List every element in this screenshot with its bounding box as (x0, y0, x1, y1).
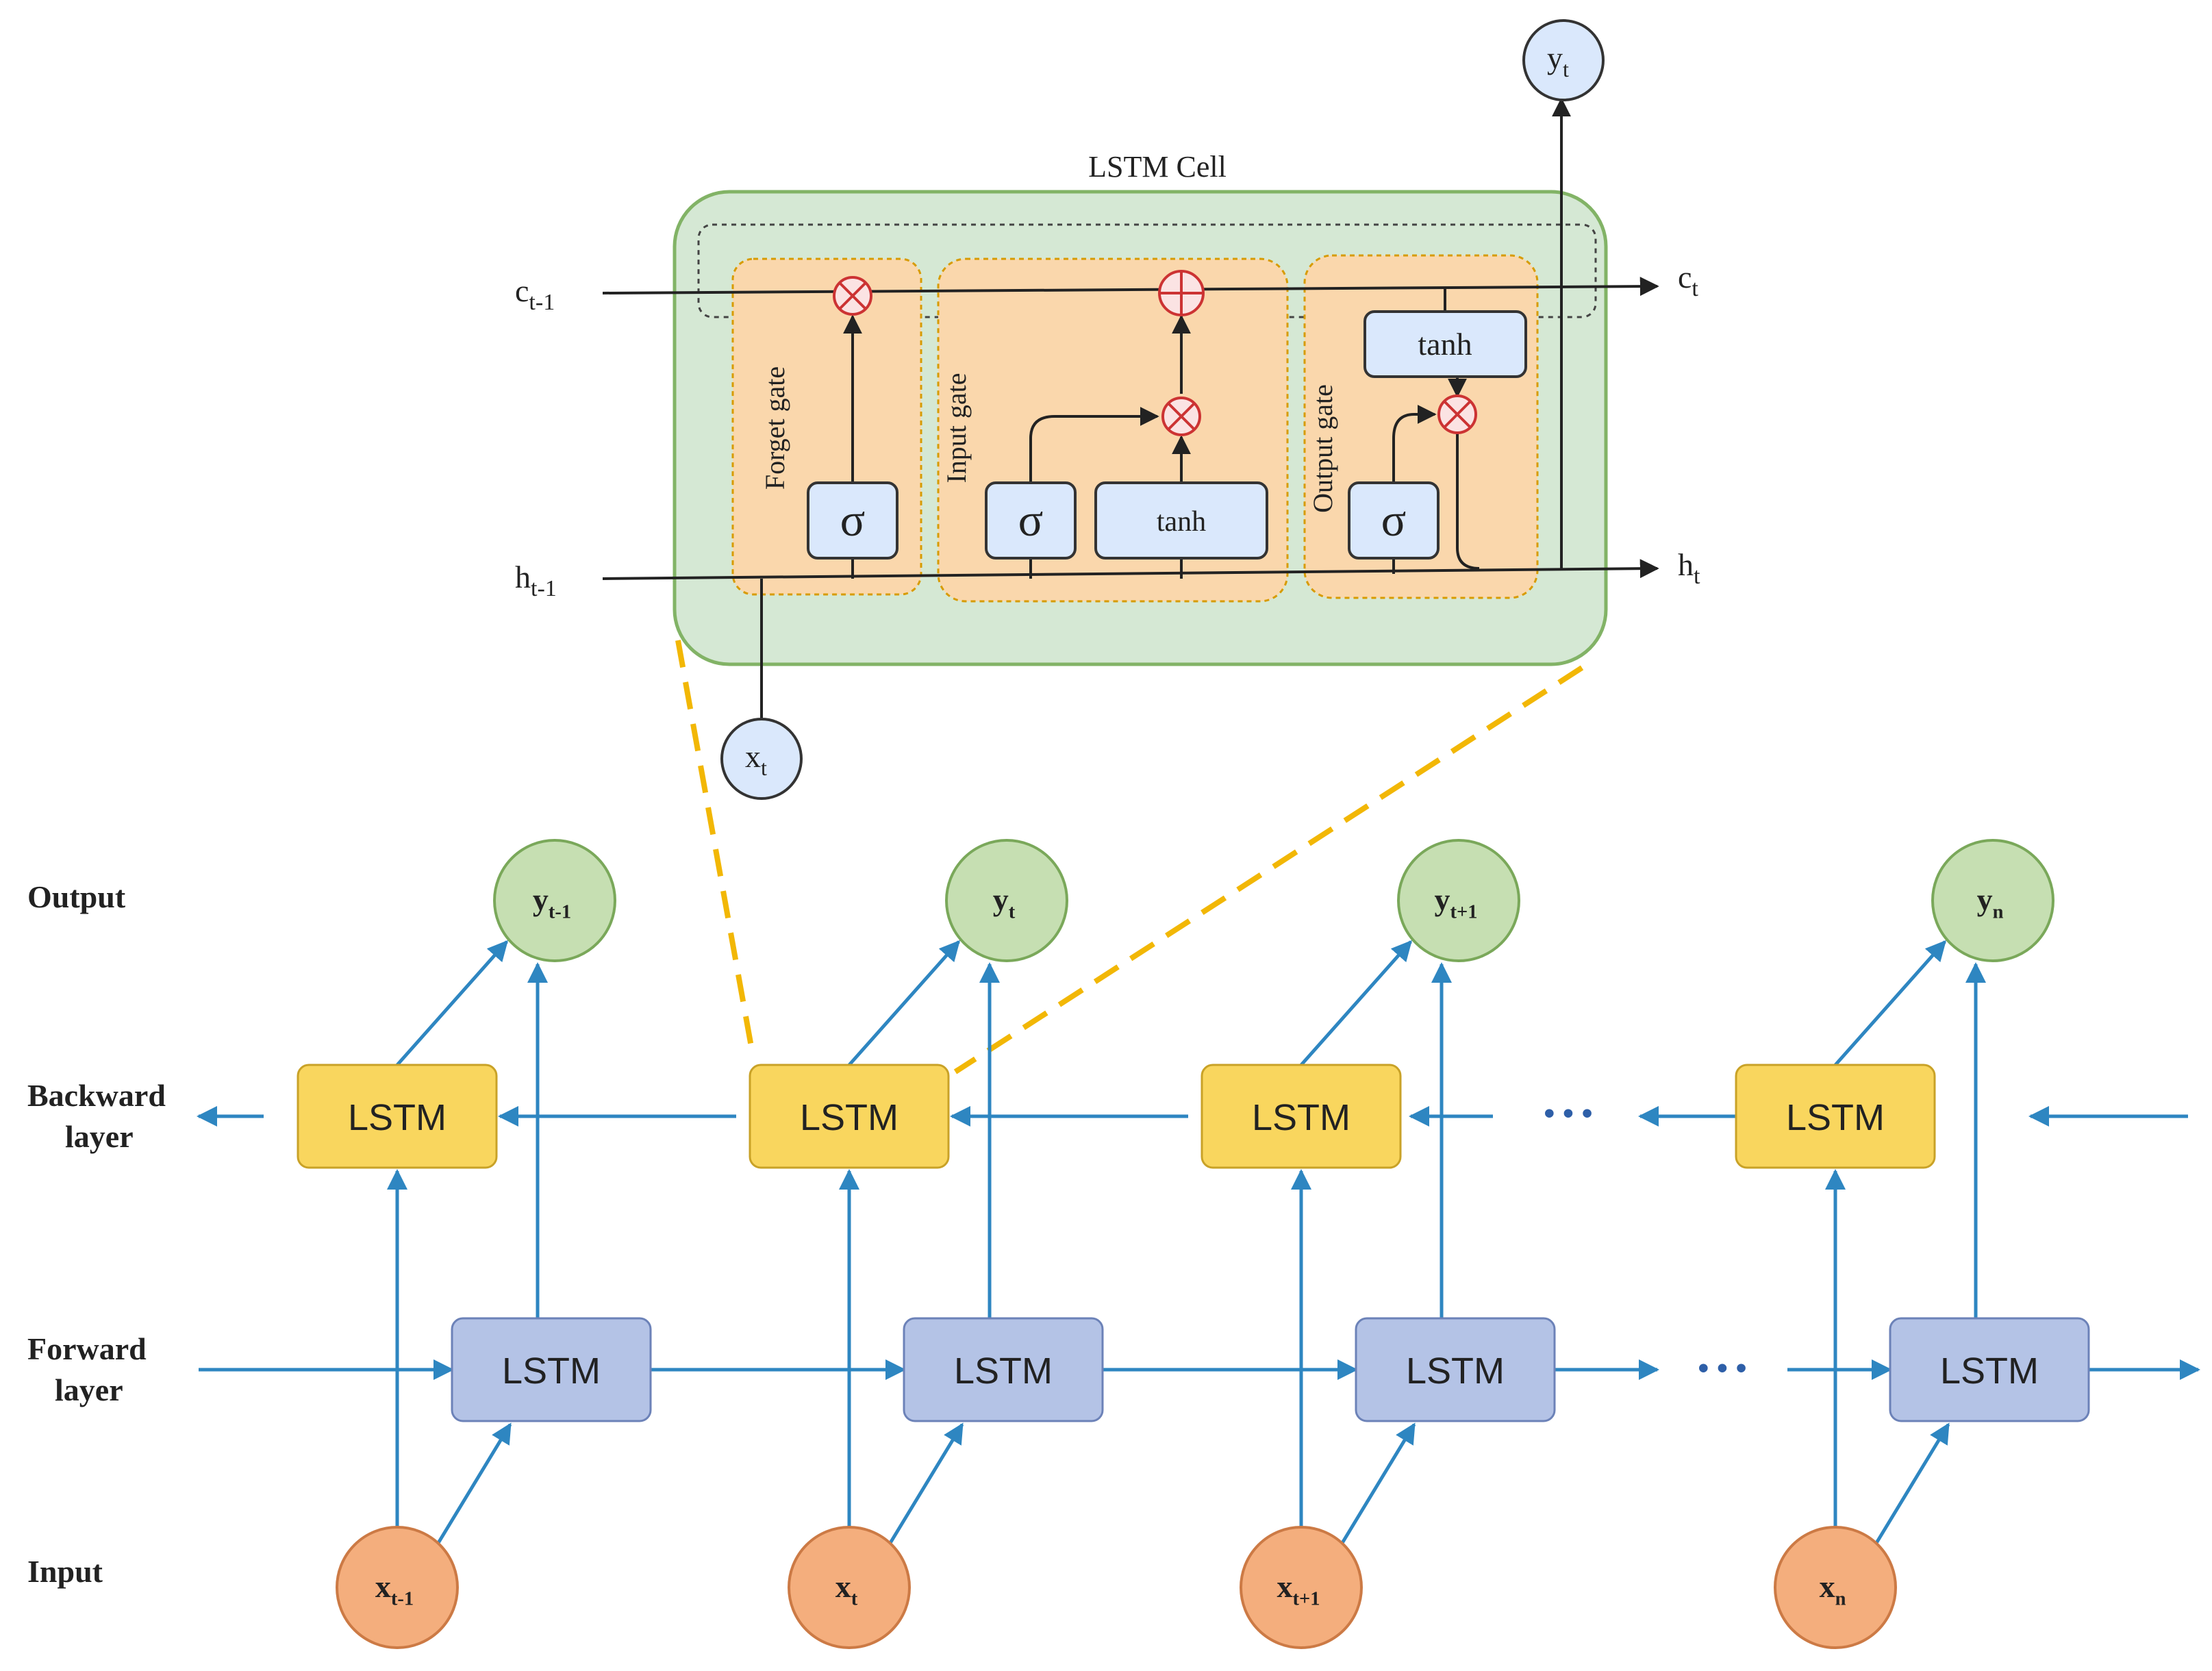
row-label-backward-2: layer (65, 1119, 134, 1154)
backward-lstm-box-0 (297, 1064, 498, 1169)
input-node-label-0: xt-1 (375, 1569, 414, 1610)
input-sigma-text: σ (1018, 494, 1044, 546)
h-next-label: ht (1678, 547, 1700, 589)
input-sigma-box (985, 481, 1077, 560)
output-tanh-box (1363, 310, 1527, 378)
row-label-forward-2: layer (55, 1372, 123, 1407)
input-gate-label: Input gate (941, 373, 972, 483)
h-prev-label: ht-1 (515, 560, 557, 601)
row-label-output: Output (27, 879, 126, 914)
backward-to-output-1 (848, 940, 960, 1066)
lstm-cell-detail: LSTM Cell Forget gate Input gate Output … (515, 19, 1700, 800)
forget-multiply-op (833, 276, 872, 316)
backward-lstm-label-0: LSTM (348, 1097, 447, 1138)
forward-lstm-box-2 (1355, 1317, 1556, 1422)
input-node-label-2: xt+1 (1277, 1569, 1320, 1610)
forward-lstm-label-0: LSTM (502, 1350, 601, 1392)
svg-text:xt: xt (745, 739, 767, 780)
output-node-2 (1397, 839, 1520, 962)
input-node-3 (1774, 1526, 1897, 1649)
backward-to-output-0 (396, 940, 508, 1066)
zoom-dash-left (675, 640, 756, 1059)
forward-lstm-label-2: LSTM (1406, 1350, 1505, 1392)
output-node-0 (493, 839, 616, 962)
output-multiply-op (1437, 394, 1477, 434)
backward-lstm-box-2 (1201, 1064, 1402, 1169)
forward-lstm-label-1: LSTM (954, 1350, 1053, 1392)
cell-title: LSTM Cell (1088, 150, 1227, 184)
forward-lstm-box-3 (1889, 1317, 2090, 1422)
backward-lstm-box-1 (749, 1064, 950, 1169)
input-tanh-box (1094, 481, 1268, 560)
svg-text:yt: yt (1547, 40, 1569, 81)
forward-lstm-box-0 (451, 1317, 652, 1422)
output-node-1 (945, 839, 1068, 962)
c-prev-label: ct-1 (515, 273, 555, 315)
input-node-label-3: xn (1820, 1569, 1846, 1610)
forget-sigma-text: σ (840, 494, 866, 546)
output-gate-label: Output gate (1307, 384, 1338, 513)
backward-lstm-label-3: LSTM (1786, 1097, 1885, 1138)
output-node-3 (1931, 839, 2054, 962)
forward-lstm-box-1 (903, 1317, 1104, 1422)
backward-to-output-2 (1300, 940, 1412, 1066)
forget-sigma-box (807, 481, 898, 560)
input-node-label-1: xt (835, 1569, 858, 1610)
output-sigma-text: σ (1381, 494, 1407, 546)
input-to-forward-1 (888, 1422, 964, 1544)
forget-gate-label: Forget gate (759, 366, 790, 490)
input-to-forward-3 (1874, 1422, 1950, 1544)
output-sigma-box (1348, 481, 1440, 560)
output-node-label-1: yt (993, 882, 1016, 923)
bilstm-network: LSTM LSTM yt-1 xt-1 LSTM LSTM yt xt LSTM LSTM yt+1… (197, 839, 2200, 1649)
input-to-forward-2 (1340, 1422, 1416, 1544)
zoom-dash-right (953, 665, 1584, 1075)
output-node-label-2: yt+1 (1434, 882, 1477, 923)
input-add-op (1158, 270, 1205, 316)
input-tanh-text: tanh (1157, 506, 1206, 538)
row-label-input: Input (27, 1554, 103, 1589)
output-node-label-3: yn (1977, 882, 2004, 923)
output-sigma-path (1392, 405, 1437, 483)
backward-lstm-box-3 (1735, 1064, 1936, 1169)
output-node-label-0: yt-1 (533, 882, 571, 923)
row-label-forward-1: Forward (27, 1331, 147, 1366)
hidden-state-line (602, 559, 1659, 580)
c-next-label: ct (1678, 260, 1698, 301)
backward-lstm-label-2: LSTM (1252, 1097, 1350, 1138)
output-tanh-text: tanh (1418, 327, 1472, 362)
cell-state-line (602, 277, 1659, 297)
cell-xt-node: xt (720, 718, 803, 800)
input-to-forward-0 (436, 1422, 512, 1544)
input-sigma-path (1029, 407, 1159, 483)
input-node-0 (336, 1526, 459, 1649)
row-label-backward-1: Backward (27, 1078, 166, 1113)
input-node-1 (788, 1526, 911, 1649)
input-node-2 (1240, 1526, 1363, 1649)
backward-lstm-label-1: LSTM (800, 1097, 898, 1138)
forward-lstm-label-3: LSTM (1940, 1350, 2039, 1392)
backward-to-output-3 (1834, 940, 1946, 1066)
cell-yt-node: yt (1522, 19, 1605, 101)
output-mult-to-h (1456, 431, 1480, 570)
backward-ellipsis: • • • (1544, 1096, 1593, 1130)
forward-ellipsis: • • • (1698, 1351, 1747, 1385)
input-multiply-op (1161, 397, 1201, 436)
